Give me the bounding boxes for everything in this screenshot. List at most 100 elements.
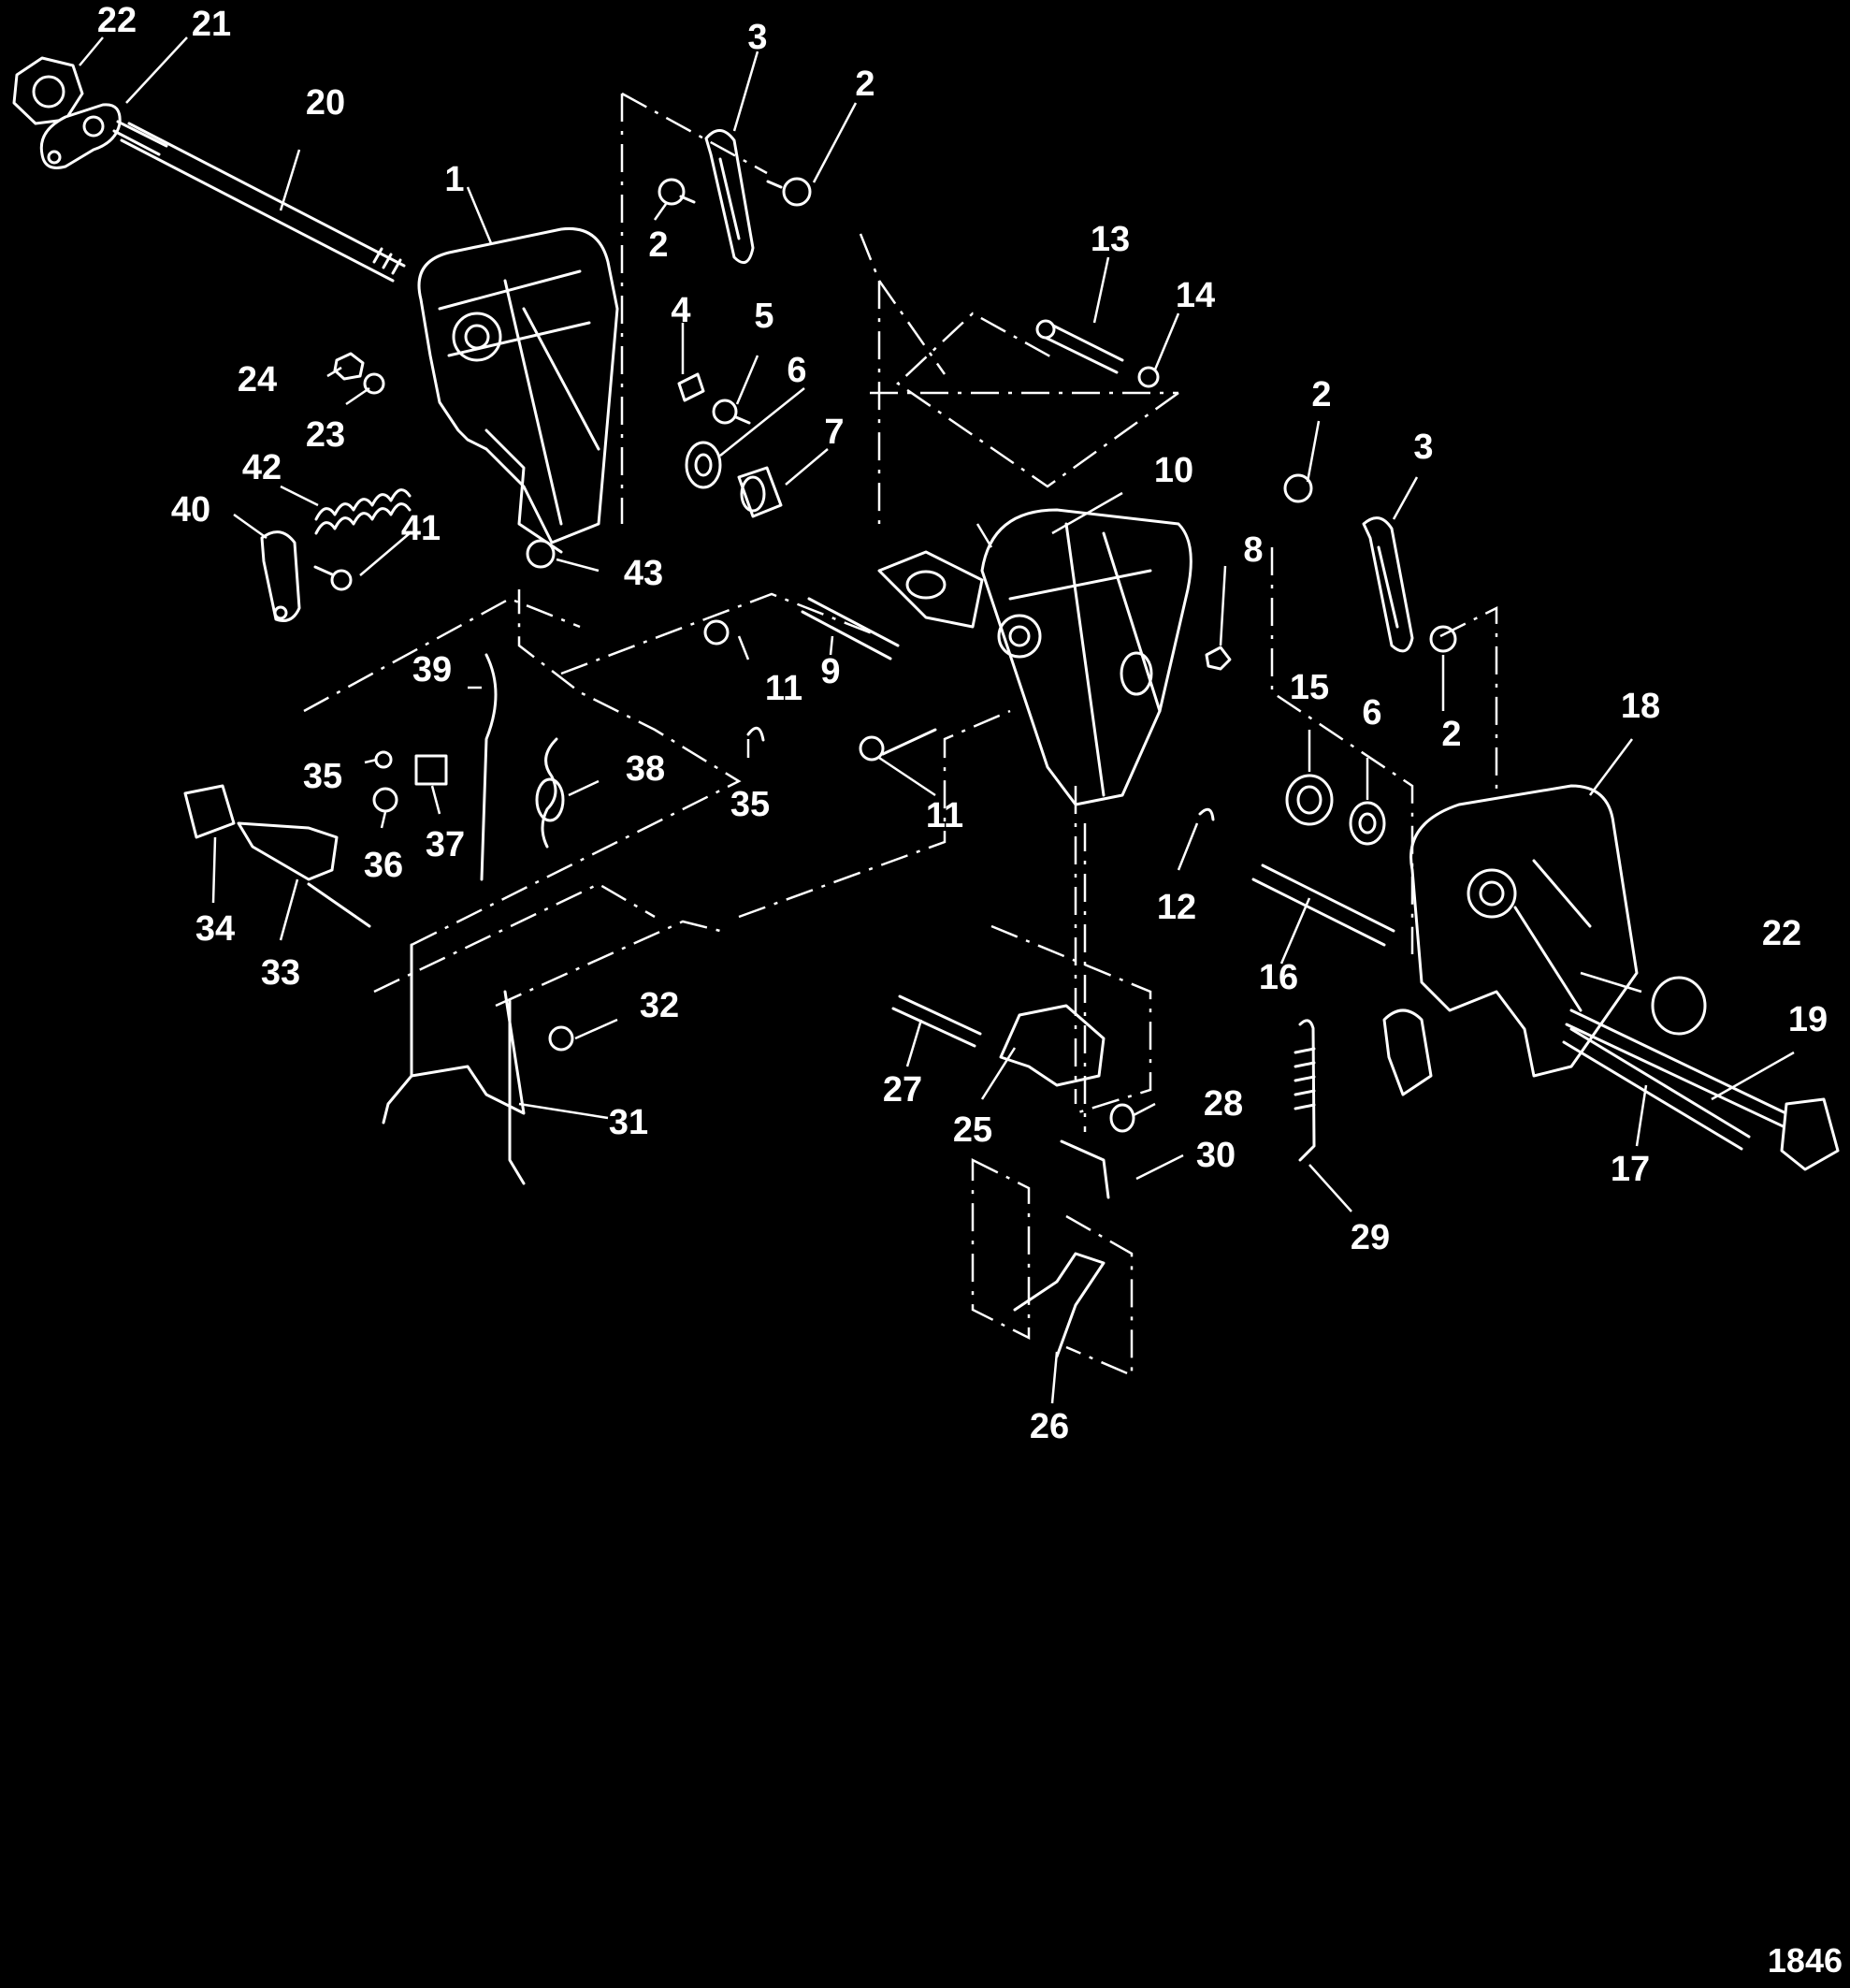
part-13-pin — [1035, 319, 1124, 374]
callout-27: 27 — [882, 1070, 923, 1110]
callout-2: 2 — [855, 65, 875, 104]
part-42-spring — [314, 488, 412, 535]
part-31-rod — [382, 943, 526, 1185]
callout-5: 5 — [754, 297, 774, 336]
part-33-link — [237, 821, 371, 928]
callout-37: 37 — [425, 825, 466, 864]
callout-11: 11 — [925, 796, 964, 835]
callout-35: 35 — [730, 785, 771, 824]
part-9-pin — [801, 597, 900, 660]
part-7-bushing — [737, 466, 783, 518]
callout-30: 30 — [1195, 1136, 1236, 1175]
callout-1: 1 — [444, 160, 465, 199]
part-18-bracket-right — [1382, 784, 1639, 1096]
part-6-washer-a — [685, 441, 722, 489]
callout-11: 11 — [764, 669, 803, 708]
part-34-cap — [183, 784, 236, 839]
callout-18: 18 — [1620, 687, 1661, 726]
callout-28: 28 — [1203, 1084, 1244, 1124]
part-3-plate-top — [704, 129, 755, 265]
part-8-nut — [1205, 646, 1232, 671]
callout-36: 36 — [363, 846, 404, 885]
callout-7: 7 — [824, 413, 845, 452]
callout-38: 38 — [625, 749, 666, 789]
part-32-screw — [548, 1025, 574, 1052]
part-43-washer — [526, 539, 556, 569]
part-15-spring — [1285, 774, 1334, 826]
part-20-shaft — [112, 120, 406, 283]
callout-41: 41 — [400, 509, 441, 548]
part-16-rod — [1251, 863, 1395, 947]
callout-6: 6 — [787, 351, 807, 390]
part-40-lever — [260, 530, 301, 622]
part-35-clip-a — [374, 750, 393, 769]
part-24-nut — [333, 352, 365, 381]
part-35-clip-b — [746, 726, 765, 742]
callout-32: 32 — [639, 986, 680, 1025]
part-36-nut — [372, 787, 398, 813]
callout-9: 9 — [820, 652, 841, 691]
callout-39: 39 — [412, 650, 453, 689]
callout-24: 24 — [237, 360, 278, 399]
callout-31: 31 — [608, 1103, 649, 1142]
callout-14: 14 — [1175, 276, 1216, 315]
callout-26: 26 — [1029, 1407, 1070, 1446]
callout-6: 6 — [1362, 693, 1382, 733]
callout-22: 22 — [1761, 914, 1802, 953]
part-6-washer-b — [1349, 801, 1386, 846]
callout-15: 15 — [1289, 668, 1330, 707]
part-22-nut-left — [12, 56, 84, 125]
callout-8: 8 — [1243, 530, 1264, 570]
part-2-screw-b — [658, 178, 696, 206]
callout-13: 13 — [1090, 220, 1131, 259]
callout-35: 35 — [302, 757, 343, 796]
part-5-screw — [712, 399, 751, 425]
part-17-bolt — [1562, 1027, 1751, 1151]
callout-2: 2 — [1311, 375, 1332, 414]
callout-20: 20 — [305, 83, 346, 123]
part-3-plate-right — [1362, 516, 1414, 653]
callout-19: 19 — [1787, 1000, 1828, 1039]
part-4-clip — [677, 372, 705, 402]
part-25-lever — [999, 1004, 1106, 1087]
callout-2: 2 — [1441, 715, 1462, 754]
callout-25: 25 — [952, 1110, 993, 1150]
part-14-clip — [1137, 366, 1160, 388]
assembly-lines — [303, 92, 1498, 1377]
callout-43: 43 — [623, 554, 664, 593]
part-28-bushing — [1109, 1103, 1135, 1133]
callout-40: 40 — [170, 490, 211, 530]
callout-12: 12 — [1156, 888, 1197, 927]
part-27-pin — [891, 994, 982, 1048]
part-2-screw-a — [766, 177, 812, 207]
part-29-spring — [1294, 1019, 1316, 1162]
part-2-screw-c — [1283, 473, 1313, 503]
callout-4: 4 — [671, 291, 691, 330]
part-10-housing — [877, 508, 1192, 806]
callout-34: 34 — [195, 909, 236, 949]
callout-3: 3 — [747, 18, 768, 57]
part-12-clip — [1198, 807, 1215, 821]
part-19-shaft — [1565, 1009, 1840, 1171]
leader-lines — [79, 36, 1795, 1404]
callout-2: 2 — [648, 225, 669, 265]
callout-3: 3 — [1413, 428, 1434, 467]
figure-number: 1846 — [1767, 1941, 1843, 1980]
callout-22: 22 — [96, 1, 137, 40]
callout-10: 10 — [1153, 451, 1194, 490]
part-37-switch — [414, 754, 448, 786]
callout-42: 42 — [241, 448, 282, 487]
callout-21: 21 — [191, 5, 232, 44]
part-30-spring — [1060, 1139, 1110, 1199]
callout-33: 33 — [260, 953, 301, 993]
part-39-clip — [480, 653, 498, 881]
part-11-screw-a — [703, 619, 730, 646]
part-1-bracket-left — [417, 226, 619, 554]
part-41-screw — [313, 565, 353, 591]
callout-29: 29 — [1350, 1218, 1391, 1257]
part-22-nut-right — [1651, 976, 1707, 1036]
callout-16: 16 — [1258, 958, 1299, 997]
part-38-spring — [535, 737, 565, 849]
